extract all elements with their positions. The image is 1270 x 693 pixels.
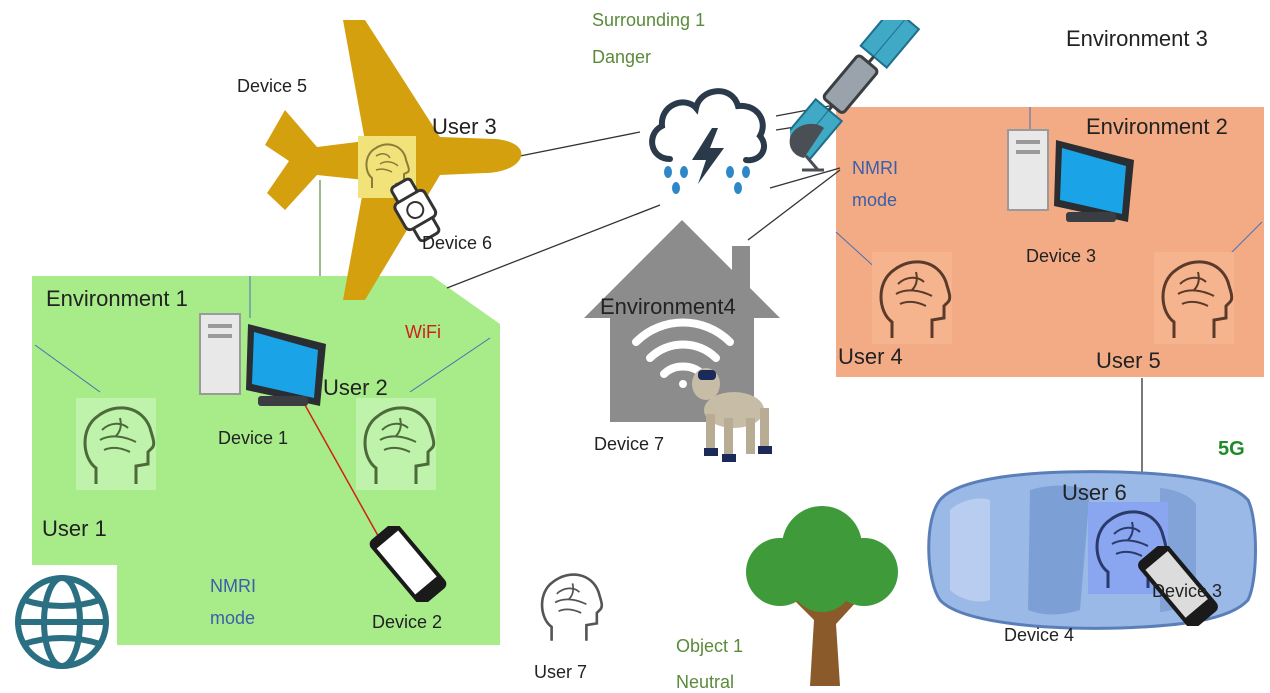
environment-1-label: Environment 1 (46, 286, 188, 311)
robot-dog-icon (692, 368, 772, 462)
object-1-label: Object 1 (676, 636, 744, 656)
environment-2-label: Environment 2 (1086, 114, 1228, 139)
surrounding-status: Danger (592, 47, 652, 67)
wifi-link (304, 404, 387, 551)
surrounding-label: Surrounding 1 (592, 10, 706, 30)
device-7-label: Device 7 (594, 434, 665, 454)
smartphone-icon-device-2 (369, 526, 447, 602)
5g-label: 5G (1218, 438, 1245, 460)
nmri-mode-env2-line1: NMRI (852, 158, 898, 178)
smartphone-icon-device-3 (1138, 546, 1218, 626)
user-2-label: User 2 (323, 375, 388, 400)
device-5-label: Device 5 (237, 76, 308, 96)
user-3-label: User 3 (432, 114, 497, 139)
device-6-label: Device 6 (422, 233, 493, 253)
user-2-brain-head-icon (356, 398, 436, 490)
smartwatch-icon (390, 177, 441, 242)
wifi-label: WiFi (405, 322, 441, 342)
user-7-brain-head-icon (540, 573, 604, 643)
user-4-brain-head-icon (872, 252, 952, 344)
nmri-mode-env2-line2: mode (852, 190, 898, 210)
storm-cloud-icon (649, 88, 767, 194)
environment-4-label: Environment4 (600, 294, 736, 319)
object-1-status: Neutral (676, 672, 735, 692)
user-7-label: User 7 (534, 662, 588, 682)
device-2-label: Device 2 (372, 612, 443, 632)
user-1-label: User 1 (42, 516, 107, 541)
device-3-car-label: Device 3 (1152, 581, 1223, 601)
nmri-mode-env1-line2: mode (210, 608, 256, 628)
network-lines (446, 103, 1143, 480)
desktop-computer-icon-env2 (1007, 129, 1134, 222)
device-1-label: Device 1 (218, 428, 289, 448)
device-4-label: Device 4 (1004, 625, 1075, 645)
satellite-dish-icon (789, 123, 824, 172)
nmri-mode-env1-line1: NMRI (210, 576, 256, 596)
device-3-env2-label: Device 3 (1026, 246, 1097, 266)
desktop-computer-icon-env1 (199, 313, 326, 406)
user-6-label: User 6 (1062, 480, 1127, 505)
user-5-label: User 5 (1096, 348, 1161, 373)
user-5-brain-head-icon (1154, 252, 1234, 344)
user-1-brain-head-icon (76, 398, 156, 490)
globe-icon (15, 575, 109, 669)
environment-3-label: Environment 3 (1066, 26, 1208, 51)
user-4-label: User 4 (838, 344, 903, 369)
tree-icon (746, 506, 898, 686)
